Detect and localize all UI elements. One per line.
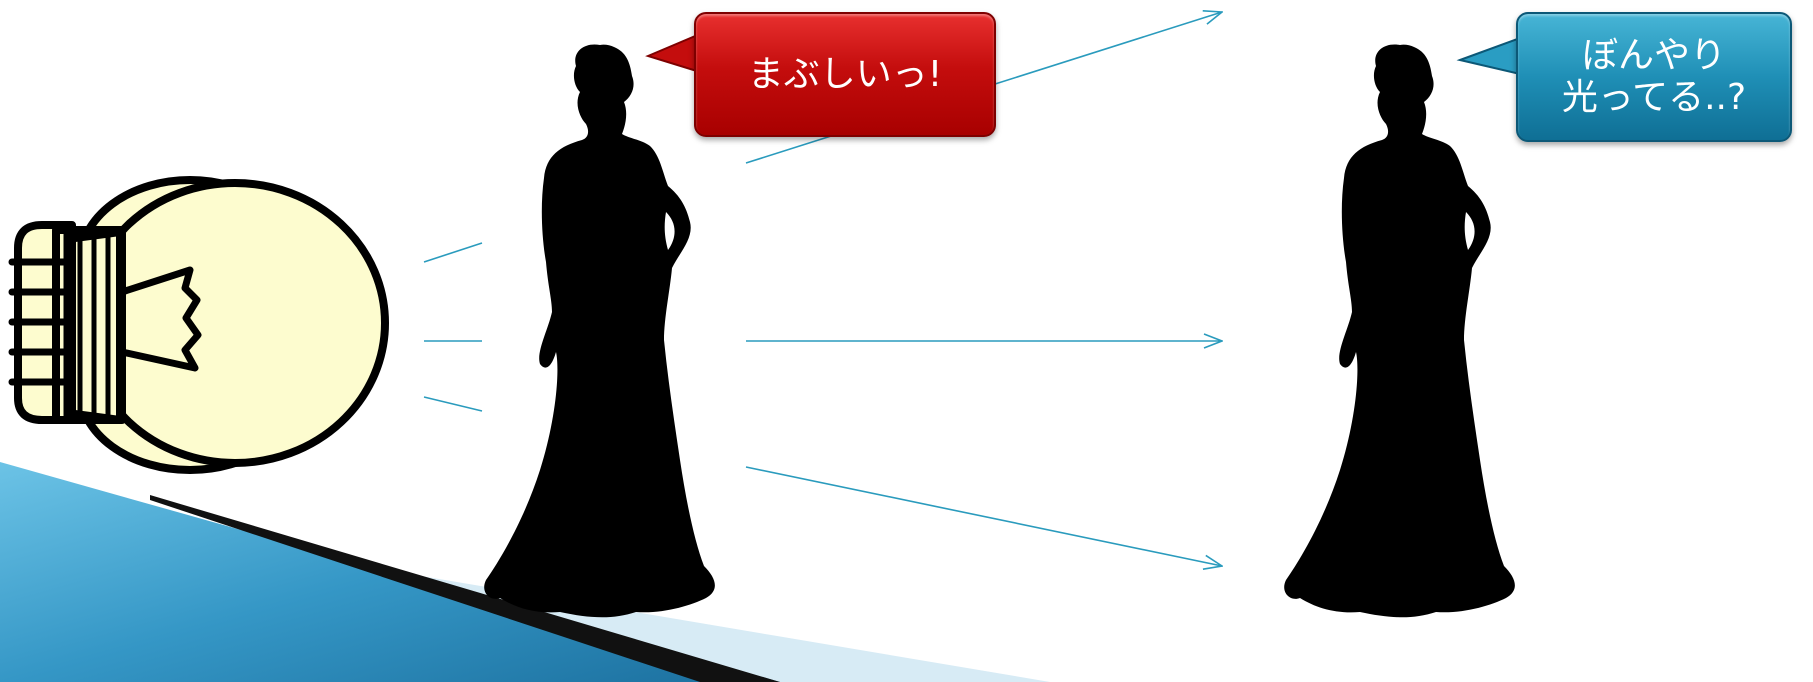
speech-bubble-text-line2: 光ってる..? — [1561, 77, 1747, 118]
speech-bubble-text: まぶしいっ! — [747, 53, 943, 95]
light-ray — [423, 396, 483, 412]
woman-silhouette-left — [484, 44, 715, 618]
bubble-tail-left — [645, 32, 701, 74]
reflected-ray-arrow — [745, 466, 1222, 566]
light-bulb-icon — [8, 176, 389, 474]
bubble-tail-right — [1456, 36, 1521, 76]
light-rays-near — [423, 242, 483, 412]
speech-bubble-dazzled: まぶしいっ! — [694, 12, 996, 137]
speech-bubble-text-line1: ぼんやり — [1581, 35, 1726, 76]
woman-silhouette-right — [1284, 44, 1515, 618]
light-ray — [423, 242, 483, 263]
speech-bubble-faint-glow: ぼんやり 光ってる..? — [1516, 12, 1792, 142]
